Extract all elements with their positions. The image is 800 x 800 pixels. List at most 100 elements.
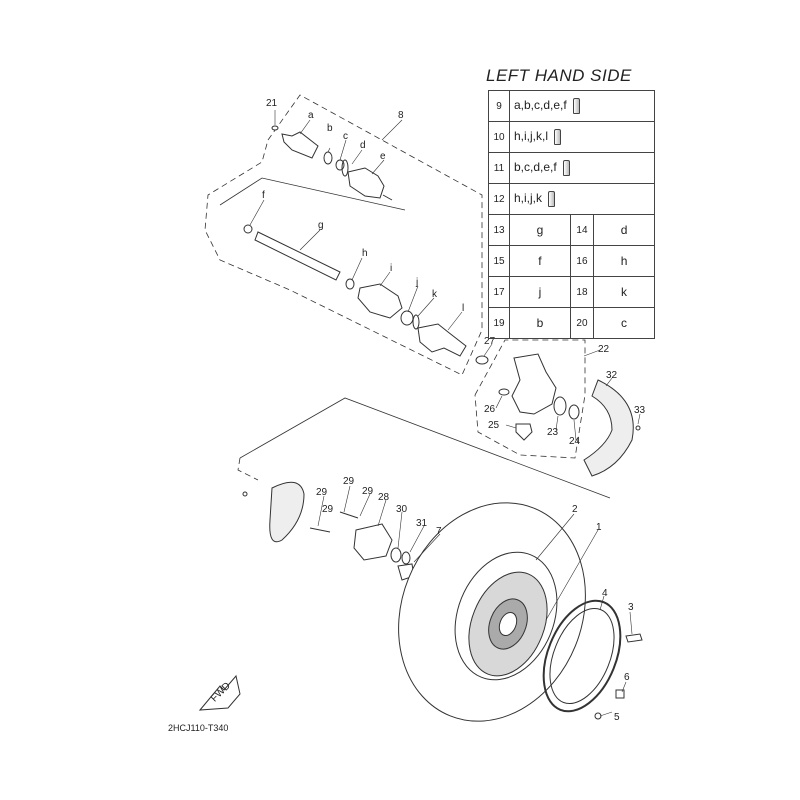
band-j <box>400 310 414 326</box>
legend-value: d <box>593 214 655 246</box>
legend-contents: h,i,j,k <box>509 183 655 215</box>
callout-2: 2 <box>572 504 578 515</box>
legend-row: 15 f 16 h <box>488 245 655 277</box>
callout-j: j <box>415 277 418 288</box>
ring-b <box>323 151 333 165</box>
grease-tube-icon <box>562 160 570 176</box>
callout-4: 4 <box>602 588 608 599</box>
legend-value: f <box>509 245 571 277</box>
side-title: LEFT HAND SIDE <box>486 66 632 85</box>
callout-6: 6 <box>624 672 630 683</box>
outer-cv-joint <box>281 131 319 159</box>
legend-contents: h,i,j,k,l <box>509 121 655 153</box>
callout-l: l <box>462 303 464 314</box>
washer-30 <box>390 547 402 563</box>
diagram-code: 2HCJ110-T340 <box>168 723 229 733</box>
legend-value: b <box>509 307 571 339</box>
legend-num: 13 <box>488 214 510 246</box>
wheel-assembly <box>398 502 643 722</box>
legend-row: 11 b,c,d,e,f <box>488 152 655 184</box>
washer-31 <box>401 551 411 565</box>
fwd-arrow-icon: FWD <box>198 674 241 711</box>
callout-i: i <box>390 263 392 274</box>
callout-29-b: 29 <box>343 476 355 487</box>
legend-num: 20 <box>569 307 595 339</box>
legend-row: 12 h,i,j,k <box>488 183 655 215</box>
legend-num: 16 <box>569 245 595 277</box>
legend-num: 9 <box>488 90 510 122</box>
beadlock-ring-4 <box>542 599 622 713</box>
callout-29-d: 29 <box>322 504 334 515</box>
legend-row: 10 h,i,j,k,l <box>488 121 655 153</box>
callout-a: a <box>308 110 314 121</box>
callout-e: e <box>380 151 386 162</box>
bolt-3 <box>625 633 643 643</box>
clip-24 <box>568 404 580 420</box>
legend-text: a,b,c,d,e,f <box>514 98 567 113</box>
beadlock-inner <box>549 607 615 705</box>
knuckle-22 <box>511 353 557 415</box>
callout-26: 26 <box>484 404 496 415</box>
brake-disc <box>269 481 305 543</box>
callout-28: 28 <box>378 492 390 503</box>
callout-8: 8 <box>398 110 404 121</box>
legend-row: 19 b 20 c <box>488 307 655 339</box>
hub-28 <box>353 523 393 561</box>
spacer-6 <box>615 689 625 699</box>
lower-frame <box>239 397 611 499</box>
bolt-29-b <box>339 511 359 519</box>
callout-30: 30 <box>396 504 408 515</box>
grease-tube-icon <box>572 98 580 114</box>
legend-num: 11 <box>488 152 510 184</box>
legend-row: 9 a,b,c,d,e,f <box>488 90 655 122</box>
shaft-g <box>254 231 341 281</box>
brake-disc-32 <box>583 379 634 477</box>
legend-row: 13 g 14 d <box>488 214 655 246</box>
callout-29-c: 29 <box>362 486 374 497</box>
legend-value: c <box>593 307 655 339</box>
legend-text: h,i,j,k,l <box>514 129 549 144</box>
callout-c: c <box>343 131 348 142</box>
callout-23: 23 <box>547 427 559 438</box>
callout-31: 31 <box>416 518 428 529</box>
hub-assembly <box>242 481 415 581</box>
callout-1: 1 <box>596 522 602 533</box>
legend-contents: b,c,d,e,f <box>509 152 655 184</box>
callout-3: 3 <box>628 602 634 613</box>
callout-d: d <box>360 140 366 151</box>
callout-25: 25 <box>488 420 500 431</box>
knuckle-assembly <box>498 353 641 477</box>
knuckle-group-outline <box>474 339 586 459</box>
ball-joint-25 <box>515 423 533 441</box>
small-bolt <box>242 491 248 497</box>
inner-cv-l <box>417 323 467 357</box>
legend-num: 14 <box>569 214 595 246</box>
ring-26 <box>498 388 510 396</box>
boot-i <box>357 283 403 319</box>
legend-contents: a,b,c,d,e,f <box>509 90 655 122</box>
lower-frame-dashed <box>237 457 259 481</box>
callout-b: b <box>327 123 333 134</box>
grease-tube-icon <box>554 129 562 145</box>
callout-27: 27 <box>484 336 496 347</box>
callout-22: 22 <box>598 344 610 355</box>
leader-lines <box>249 110 641 717</box>
callout-g: g <box>318 220 324 231</box>
legend-num: 12 <box>488 183 510 215</box>
band-k <box>412 314 420 330</box>
callout-7: 7 <box>436 526 442 537</box>
legend-value: h <box>593 245 655 277</box>
circlip-21 <box>271 125 279 131</box>
bolt-5 <box>594 712 602 720</box>
boot-tail <box>382 194 393 201</box>
bearing-23 <box>553 396 567 416</box>
boot-e <box>347 167 385 199</box>
legend-num: 15 <box>488 245 510 277</box>
callout-labels: 21 8 a b c d e f g h i j k l 27 22 32 33… <box>262 98 646 723</box>
legend-num: 10 <box>488 121 510 153</box>
legend-text: b,c,d,e,f <box>514 160 557 175</box>
kit-legend-table: 9 a,b,c,d,e,f 10 h,i,j,k,l 11 b,c,d,e,f … <box>488 90 655 339</box>
callout-f: f <box>262 190 265 201</box>
band-d <box>341 159 349 177</box>
